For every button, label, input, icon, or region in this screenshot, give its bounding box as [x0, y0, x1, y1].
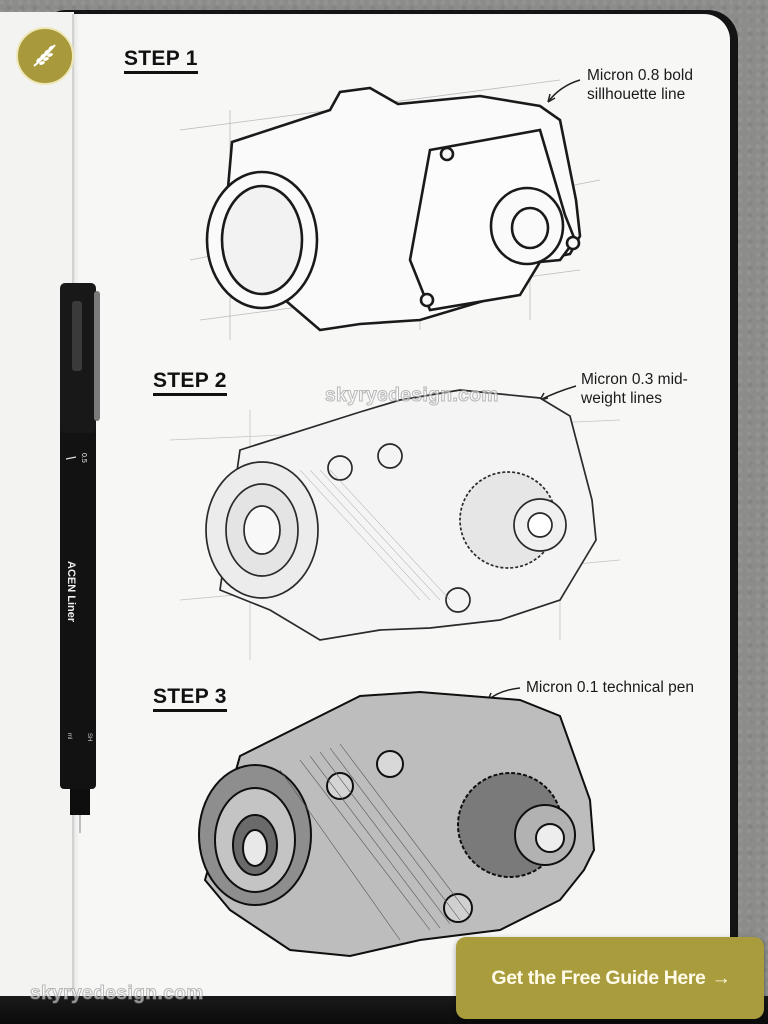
annotation-line: sillhouette line — [587, 86, 686, 103]
brand-logo[interactable] — [16, 27, 74, 85]
wheat-leaf-icon — [33, 44, 56, 67]
step-3-title: STEP 3 — [153, 686, 227, 712]
step-1-title: STEP 1 — [124, 48, 198, 74]
cta-label: Get the Free Guide Here — [491, 966, 706, 989]
step-2-title: STEP 2 — [153, 370, 227, 396]
watermark-text: skyryedesign.com — [30, 983, 204, 1005]
pen-size-label: 0.5 — [80, 453, 87, 463]
technical-pen: 0.5 ACEN Liner ml SH — [60, 283, 100, 833]
annotation-line: weight lines — [581, 390, 662, 407]
arrow-right-icon: → — [711, 966, 731, 989]
annotation-line: Micron 0.3 mid- — [581, 371, 688, 388]
pen-volume-label: ml — [66, 733, 72, 739]
step-2-annotation: Micron 0.3 mid- weight lines — [581, 370, 688, 408]
get-free-guide-button[interactable]: Get the Free Guide Here → — [456, 937, 764, 1019]
annotation-line: Micron 0.1 technical pen — [526, 679, 695, 696]
step-1-annotation: Micron 0.8 bold sillhouette line — [587, 66, 693, 104]
watermark-text: skyryedesign.com — [325, 385, 499, 407]
pen-brand-label: ACEN Liner — [65, 561, 77, 623]
step-3-annotation: Micron 0.1 technical pen — [526, 678, 694, 697]
annotation-line: Micron 0.8 bold — [587, 67, 693, 84]
pen-code-label: SH — [86, 733, 92, 741]
